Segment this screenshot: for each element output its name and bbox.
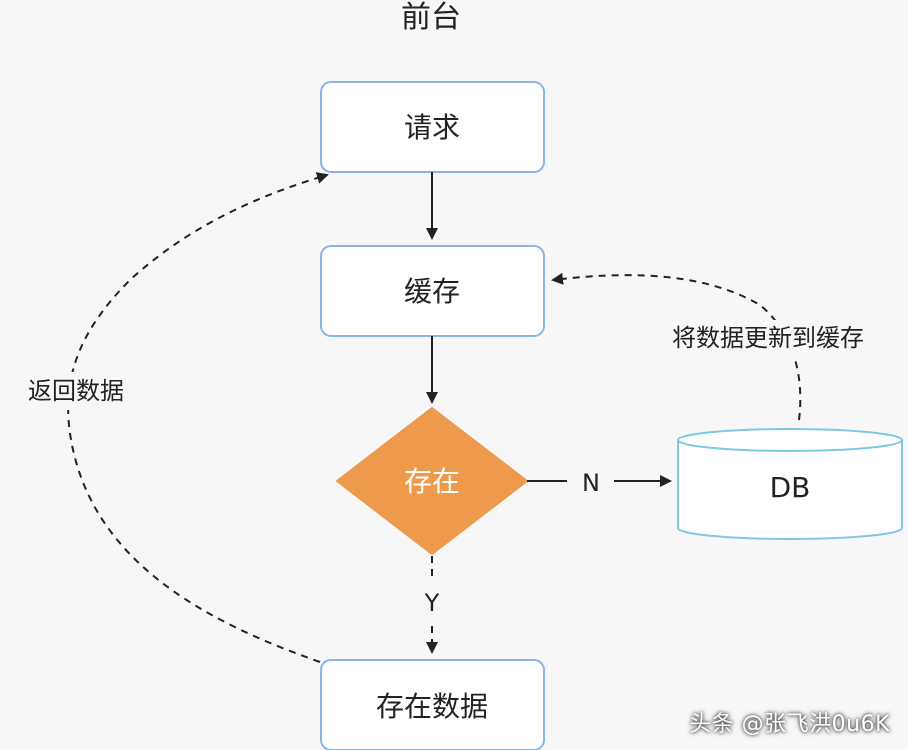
return-data-label-bg: [14, 372, 138, 410]
update-cache-label: 将数据更新到缓存: [672, 324, 864, 352]
exists-decision-diamond: [336, 407, 528, 555]
request-label: 请求: [404, 111, 460, 144]
no-branch-label: N: [582, 469, 600, 497]
source-watermark: 头条 @张飞洪0u6K: [689, 712, 890, 737]
return-data-label: 返回数据: [28, 377, 124, 405]
update-cache-label-bg: [652, 320, 886, 356]
update-cache-arrow: [551, 272, 802, 421]
yes-branch-label: Y: [424, 589, 440, 617]
exists-data-label: 存在数据: [376, 690, 488, 723]
database-label: DB: [770, 471, 811, 504]
diagram-title: 前台: [401, 0, 461, 35]
exists-decision-label: 存在: [404, 465, 460, 498]
database-cylinder: [677, 428, 903, 540]
return-data-arrow: [67, 172, 329, 663]
exists-data-box: [320, 659, 545, 750]
cache-label: 缓存: [404, 275, 460, 308]
